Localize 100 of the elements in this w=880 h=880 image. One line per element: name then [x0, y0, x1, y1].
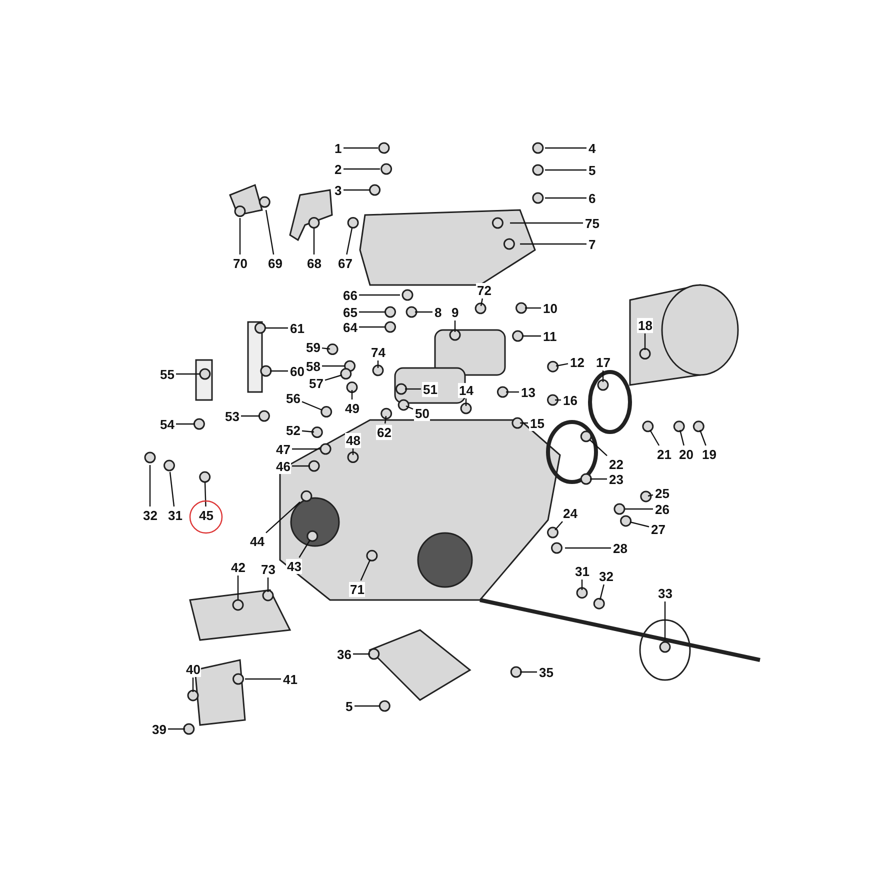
leader-line: [354, 705, 380, 707]
leader-line: [406, 405, 414, 410]
leader-line: [664, 602, 666, 640]
callout-number: 10: [542, 300, 558, 316]
callout-number: 35: [538, 664, 554, 680]
leader-line: [581, 580, 583, 590]
callout-number: 26: [654, 502, 670, 516]
callout-number: 71: [349, 582, 366, 596]
leader-line: [415, 311, 432, 313]
leader-line: [699, 430, 706, 446]
callout-number: 24: [562, 506, 578, 520]
callout-number: 46: [275, 458, 292, 474]
leader-line: [322, 347, 330, 350]
callout-number: 8: [434, 304, 443, 320]
leader-line: [454, 320, 456, 332]
callout-number: 48: [345, 432, 362, 448]
callout-number: 59: [305, 340, 322, 354]
callout-number: 40: [185, 662, 202, 676]
leader-line: [590, 478, 607, 480]
callout-number: 66: [342, 288, 358, 302]
callout-number: 31: [167, 508, 184, 522]
leader-line: [346, 228, 353, 255]
callout-number: 19: [701, 446, 718, 462]
callout-number: 3: [334, 182, 343, 198]
leader-line: [245, 678, 281, 680]
leader-line: [602, 370, 604, 382]
callout-number: 31: [574, 564, 590, 578]
leader-line: [525, 307, 541, 309]
callout-number: 16: [562, 392, 578, 408]
callout-number: 68: [306, 256, 322, 270]
callout-number: 50: [414, 406, 430, 420]
leader-line: [545, 147, 586, 149]
callout-number: 51: [422, 382, 438, 396]
leader-line: [322, 365, 345, 367]
leader-line: [555, 399, 561, 401]
callout-number: 62: [376, 424, 392, 440]
leader-line: [520, 243, 586, 245]
callout-number: 69: [267, 256, 284, 270]
leader-line: [302, 401, 322, 411]
callout-number: 32: [142, 508, 158, 522]
leader-line: [359, 326, 385, 328]
leader-line: [266, 502, 300, 534]
leader-line: [545, 197, 586, 199]
leader-line: [344, 147, 378, 149]
callout-number: 20: [678, 446, 694, 462]
callout-number: 27: [650, 522, 666, 536]
leader-line: [313, 228, 315, 254]
leader-line: [265, 327, 288, 329]
leader-line: [679, 430, 684, 446]
leader-line: [344, 168, 380, 170]
leader-line: [565, 547, 611, 549]
callout-number: 67: [337, 256, 354, 270]
callout-number: 18: [637, 318, 654, 332]
leader-line: [520, 671, 537, 673]
callout-number: 32: [598, 568, 614, 584]
callout-number: 73: [260, 562, 276, 576]
callout-number: 9: [450, 304, 460, 320]
callout-number: 36: [336, 646, 352, 662]
leader-line: [351, 390, 353, 400]
leader-line: [359, 311, 385, 313]
callout-number: 21: [656, 446, 672, 462]
leader-line: [298, 540, 311, 558]
leader-line: [176, 373, 200, 375]
leader-line: [648, 494, 654, 497]
leader-line: [302, 430, 314, 433]
leader-line: [510, 222, 583, 224]
callout-number: 61: [289, 320, 306, 336]
leader-line: [192, 678, 194, 692]
leader-line: [545, 169, 586, 171]
leader-line: [270, 370, 288, 372]
leader-line: [292, 465, 310, 467]
leader-line: [360, 560, 371, 581]
callout-number: 58: [305, 358, 322, 374]
callout-number: 33: [657, 586, 674, 600]
leader-line: [149, 465, 151, 506]
leader-line: [204, 482, 206, 507]
callout-number: 60: [289, 364, 306, 378]
leader-line: [168, 728, 185, 730]
callout-number: 52: [285, 422, 302, 438]
callout-number: 14: [458, 382, 474, 398]
leader-line: [522, 335, 541, 337]
leader-line: [359, 294, 400, 296]
leader-line: [176, 423, 195, 425]
callout-number: 72: [476, 282, 492, 298]
leader-line: [599, 584, 604, 600]
leader-line: [241, 415, 260, 417]
callout-number: 13: [520, 384, 536, 400]
leader-line: [625, 508, 653, 510]
callout-number: 64: [342, 320, 358, 334]
leader-line: [556, 363, 568, 367]
leader-line: [480, 298, 483, 306]
leader-line: [169, 472, 175, 507]
callout-number: 2: [334, 162, 343, 176]
leader-line: [554, 521, 563, 530]
leader-line: [590, 440, 608, 456]
callout-number: 12: [569, 354, 586, 370]
callout-number: 56: [285, 390, 302, 406]
leader-line: [344, 189, 370, 191]
callout-number: 42: [230, 560, 246, 574]
callout-number: 49: [344, 400, 360, 416]
